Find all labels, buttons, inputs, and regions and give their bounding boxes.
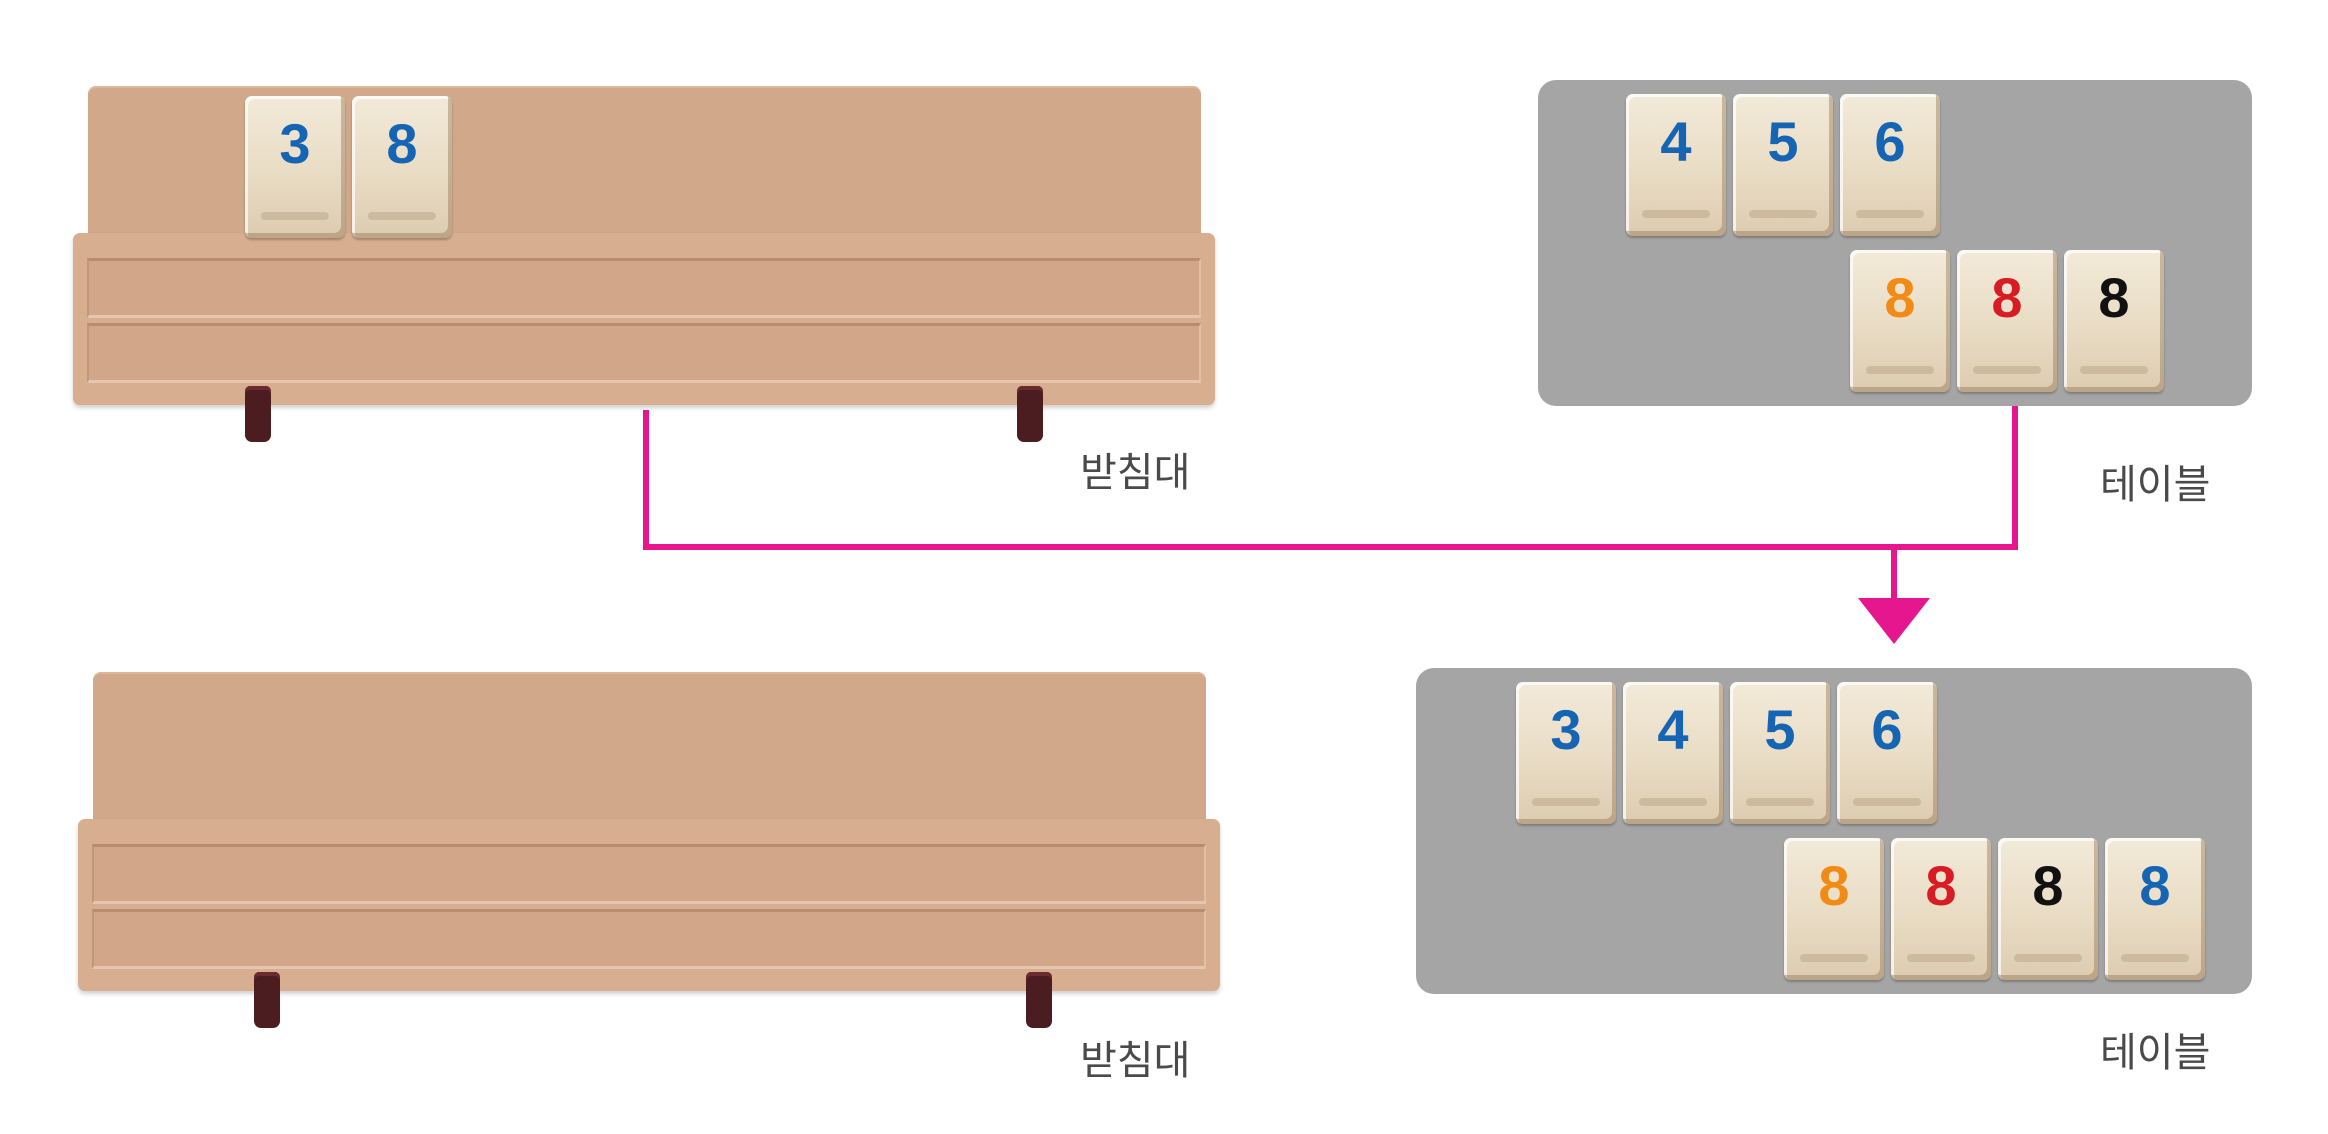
connector-line bbox=[643, 544, 2018, 550]
tile-logo-mark bbox=[1746, 798, 1814, 806]
tile-number: 8 bbox=[1991, 266, 2023, 329]
tile: 8 bbox=[1891, 838, 1991, 980]
tile: 4 bbox=[1623, 682, 1723, 824]
tile: 3 bbox=[245, 96, 345, 238]
tile-logo-mark bbox=[368, 212, 436, 220]
tile: 8 bbox=[2064, 250, 2164, 392]
tile-number: 3 bbox=[1550, 698, 1582, 761]
rack-front bbox=[73, 233, 1215, 405]
tile: 8 bbox=[2105, 838, 2205, 980]
tile: 5 bbox=[1733, 94, 1833, 236]
rack-groove bbox=[92, 909, 1206, 969]
rack-foot bbox=[245, 386, 271, 442]
tile-logo-mark bbox=[1639, 798, 1707, 806]
connector-line bbox=[1891, 544, 1897, 602]
tile: 8 bbox=[1998, 838, 2098, 980]
down-arrow-icon bbox=[1858, 598, 1930, 644]
tile-logo-mark bbox=[1973, 366, 2041, 374]
tile-number: 6 bbox=[1874, 110, 1906, 173]
tile-logo-mark bbox=[2080, 366, 2148, 374]
rack-back bbox=[93, 672, 1206, 822]
table-before: 4 5 6 8 8 8 bbox=[1538, 80, 2252, 406]
tile-logo-mark bbox=[261, 212, 329, 220]
tile-logo-mark bbox=[1853, 798, 1921, 806]
rack-after bbox=[78, 672, 1228, 1032]
tile-logo-mark bbox=[1642, 210, 1710, 218]
rack-groove bbox=[87, 258, 1201, 318]
rack-foot bbox=[254, 972, 280, 1028]
tile-number: 8 bbox=[2032, 854, 2064, 917]
rack-label: 받침대 bbox=[1080, 450, 1191, 496]
tile-logo-mark bbox=[1866, 366, 1934, 374]
tile: 6 bbox=[1837, 682, 1937, 824]
tile-number: 8 bbox=[1925, 854, 1957, 917]
tile-logo-mark bbox=[1532, 798, 1600, 806]
tile-number: 6 bbox=[1871, 698, 1903, 761]
tile: 4 bbox=[1626, 94, 1726, 236]
tile-number: 8 bbox=[2098, 266, 2130, 329]
tile-logo-mark bbox=[1749, 210, 1817, 218]
connector-line bbox=[643, 410, 649, 550]
tile-number: 4 bbox=[1660, 110, 1692, 173]
rack-foot bbox=[1017, 386, 1043, 442]
tile: 8 bbox=[1957, 250, 2057, 392]
tile: 8 bbox=[352, 96, 452, 238]
rack-foot bbox=[1026, 972, 1052, 1028]
tile-logo-mark bbox=[1800, 954, 1868, 962]
tile-number: 5 bbox=[1767, 110, 1799, 173]
tile: 5 bbox=[1730, 682, 1830, 824]
table-after: 3 4 5 6 8 8 8 8 bbox=[1416, 668, 2252, 994]
tile-number: 5 bbox=[1764, 698, 1796, 761]
table-label: 테이블 bbox=[2100, 462, 2211, 508]
rack-groove bbox=[92, 844, 1206, 904]
tile-logo-mark bbox=[2121, 954, 2189, 962]
tile-number: 4 bbox=[1657, 698, 1689, 761]
rack-groove bbox=[87, 323, 1201, 383]
rack-front bbox=[78, 819, 1220, 991]
tile: 3 bbox=[1516, 682, 1616, 824]
tile: 8 bbox=[1784, 838, 1884, 980]
tile-number: 8 bbox=[2139, 854, 2171, 917]
tile-number: 8 bbox=[386, 112, 418, 175]
tile-logo-mark bbox=[1856, 210, 1924, 218]
tile-number: 3 bbox=[279, 112, 311, 175]
tile: 6 bbox=[1840, 94, 1940, 236]
tile-number: 8 bbox=[1884, 266, 1916, 329]
tile-logo-mark bbox=[1907, 954, 1975, 962]
tile-logo-mark bbox=[2014, 954, 2082, 962]
tile: 8 bbox=[1850, 250, 1950, 392]
connector-line bbox=[2012, 406, 2018, 550]
tile-number: 8 bbox=[1818, 854, 1850, 917]
table-label: 테이블 bbox=[2100, 1030, 2211, 1076]
rack-label: 받침대 bbox=[1080, 1038, 1191, 1084]
